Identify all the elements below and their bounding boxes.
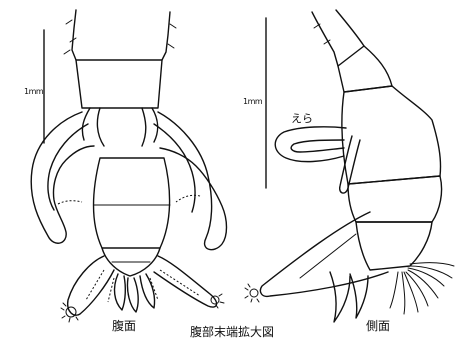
lateral-segment-1 (338, 46, 392, 92)
telson-lobe-2 (127, 278, 138, 312)
main-caption: 腹部末端拡大図 (190, 326, 274, 338)
ventral-view-drawing (31, 10, 226, 322)
lateral-gill (275, 127, 346, 162)
telson-lobe-3 (140, 274, 155, 308)
ventral-segment-lower (94, 158, 170, 248)
lateral-upper-body (312, 10, 364, 66)
ventral-gill-left (31, 112, 94, 243)
ventral-caption: 腹面 (112, 320, 136, 332)
lateral-bristle-tuft (250, 289, 258, 297)
telson-lobe-1 (115, 274, 126, 310)
ventral-segment-middle (76, 60, 162, 108)
lateral-uropod-main (260, 212, 388, 296)
lateral-segment-2 (342, 86, 441, 184)
ventral-uropod-left (68, 256, 114, 315)
lateral-caption: 側面 (366, 320, 390, 332)
lateral-setae (390, 263, 454, 314)
scale-label-left: 1mm (24, 88, 43, 96)
lateral-segment-3 (348, 176, 442, 222)
gill-label: えら (291, 113, 313, 124)
lateral-view-drawing (245, 10, 454, 322)
scale-label-right: 1mm (243, 98, 262, 106)
ventral-thorax-outline (72, 10, 170, 60)
lateral-telson-lobe-1 (330, 272, 350, 322)
ventral-uropod-right (154, 256, 217, 307)
